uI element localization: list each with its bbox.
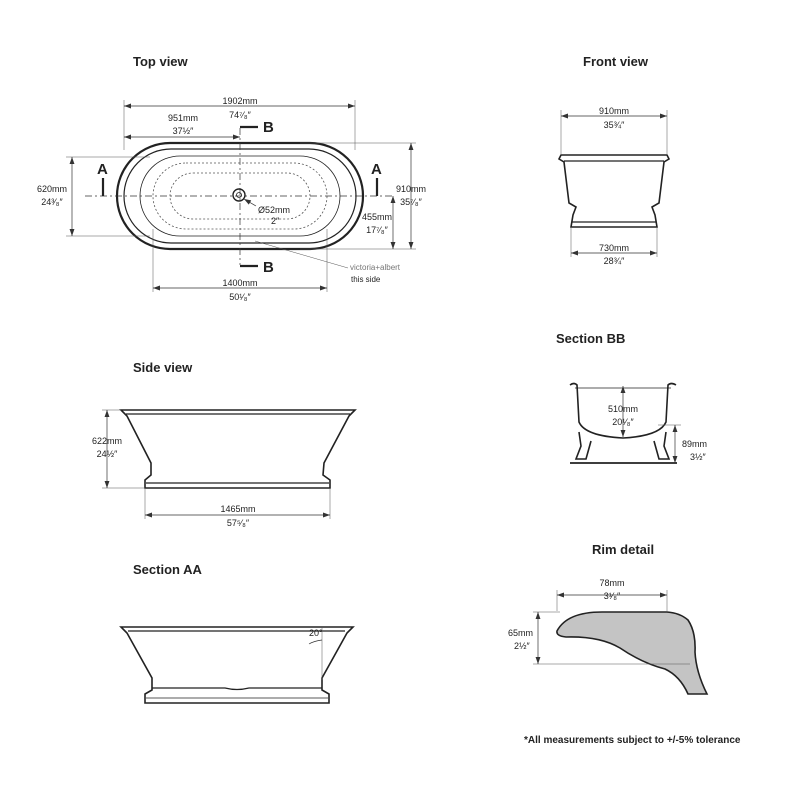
section-bb-foot-right [653, 431, 671, 460]
section-aa-title: Section AA [133, 562, 202, 577]
bb-plinth-mm: 89mm [682, 439, 707, 449]
front-view-title: Front view [583, 54, 649, 69]
front-base-width-mm: 730mm [599, 243, 629, 253]
brand-note: this side [351, 275, 381, 284]
inner-length-mm: 1400mm [222, 278, 257, 288]
front-base-width-in: 28¾″ [604, 256, 626, 266]
section-aa-inner-profile [128, 630, 345, 691]
section-b-label-top: B [263, 119, 274, 136]
section-bb-outline [569, 382, 677, 439]
waste-diameter-in: 2″ [271, 216, 280, 226]
inner-length-in: 50¹⁄₈″ [229, 292, 251, 302]
section-a-label-left: A [97, 161, 108, 178]
side-height-mm: 622mm [92, 436, 122, 446]
rim-height-in: 2½″ [514, 641, 531, 651]
section-aa-angle: 20° [309, 628, 323, 638]
top-view: Top view Ø52mm 2″ A A B B 1902mm 74⁷⁄₈″ [37, 54, 426, 302]
bb-depth-mm: 510mm [608, 404, 638, 414]
side-view-outline [119, 409, 357, 489]
section-a-label-right: A [371, 161, 382, 178]
side-base-length-in: 57⁵⁄₈″ [227, 518, 250, 528]
overall-width-mm: 910mm [396, 184, 426, 194]
side-view-title: Side view [133, 360, 193, 375]
section-bb: Section BB 510mm 20¹⁄₈″ 89mm 3½″ [556, 331, 707, 464]
overall-length-in: 74⁷⁄₈″ [229, 110, 252, 120]
overall-length-mm: 1902mm [222, 96, 257, 106]
top-view-title: Top view [133, 54, 189, 69]
inner-width-in: 24³⁄₈″ [41, 197, 63, 207]
half-length-in: 37½″ [173, 126, 195, 136]
section-aa-outline [119, 626, 355, 704]
half-width-in: 17⁷⁄₈″ [366, 225, 389, 235]
waste-outlet-inner [236, 192, 242, 198]
bb-plinth-in: 3½″ [690, 452, 707, 462]
section-bb-foot-left [574, 431, 592, 460]
brand-logo: victoria+albert [350, 263, 401, 272]
rim-width-mm: 78mm [599, 578, 624, 588]
rim-detail-title: Rim detail [592, 542, 654, 557]
waste-diameter-mm: Ø52mm [258, 205, 290, 215]
waste-leader [243, 198, 257, 207]
inner-width-mm: 620mm [37, 184, 67, 194]
bb-depth-in: 20¹⁄₈″ [612, 417, 634, 427]
front-top-width-in: 35¾″ [604, 120, 626, 130]
half-length-mm: 951mm [168, 113, 198, 123]
section-b-label-bottom: B [263, 259, 274, 276]
front-view: Front view 910mm 35¾″ 730mm 28¾″ [557, 54, 671, 266]
front-top-width-mm: 910mm [599, 106, 629, 116]
half-width-mm: 455mm [362, 212, 392, 222]
section-bb-title: Section BB [556, 331, 625, 346]
brand-leader [254, 240, 349, 269]
overall-width-in: 35⁷⁄₈″ [400, 197, 423, 207]
side-height-in: 24½″ [97, 449, 119, 459]
rim-width-in: 3¹⁄₈″ [604, 591, 621, 601]
rim-profile [556, 611, 709, 695]
rim-detail: Rim detail 78mm 3¹⁄₈″ 65mm 2½″ [508, 542, 709, 695]
section-aa: Section AA 20° [119, 562, 355, 704]
angle-arc [308, 639, 323, 645]
front-view-outline [557, 154, 671, 228]
waste-outlet [232, 188, 246, 202]
rim-height-mm: 65mm [508, 628, 533, 638]
tolerance-footnote: *All measurements subject to +/-5% toler… [524, 735, 741, 746]
side-base-length-mm: 1465mm [220, 504, 255, 514]
side-view: Side view 622mm 24½″ 1465mm 57⁵⁄₈″ [92, 360, 357, 528]
